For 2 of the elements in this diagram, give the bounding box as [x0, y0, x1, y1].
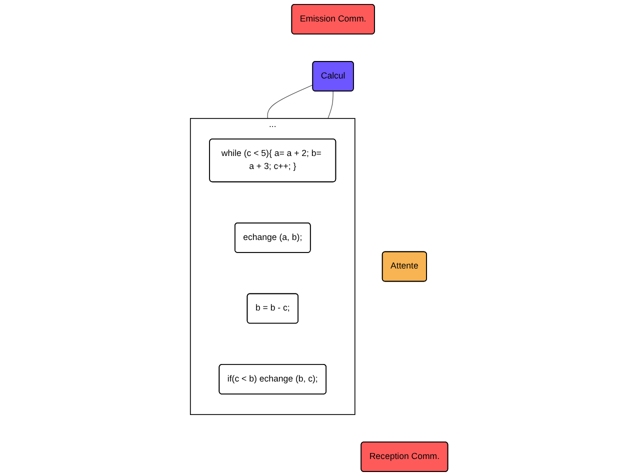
connector	[328, 90, 334, 119]
connector	[268, 84, 314, 119]
